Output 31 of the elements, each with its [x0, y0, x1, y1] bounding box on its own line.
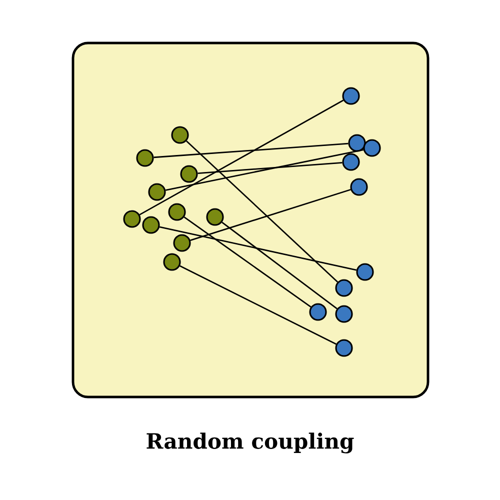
connector-line: [190, 188, 351, 241]
circle-marker: [342, 87, 360, 105]
circle-marker: [356, 263, 374, 281]
circle-marker: [350, 178, 368, 196]
connector-line: [159, 226, 357, 271]
circle-marker: [171, 126, 189, 144]
circle-marker: [142, 216, 160, 234]
connector-line: [222, 222, 338, 310]
connector-line: [154, 142, 348, 158]
circle-marker: [180, 165, 198, 183]
circle-marker: [335, 279, 353, 297]
circle-marker: [342, 153, 360, 171]
circle-marker: [148, 183, 166, 201]
circle-marker: [335, 339, 353, 357]
caption: Random coupling: [146, 432, 354, 454]
circle-marker: [136, 149, 154, 167]
connector-line: [139, 100, 344, 216]
connector-line: [184, 216, 312, 308]
connector-line: [180, 265, 336, 345]
circle-marker: [173, 234, 191, 252]
circle-marker: [309, 303, 327, 321]
circle-marker: [123, 210, 141, 228]
circle-marker: [335, 305, 353, 323]
circle-marker: [363, 139, 381, 157]
connector-line: [186, 140, 338, 283]
connector-line: [165, 149, 364, 191]
circle-marker: [163, 253, 181, 271]
connector-line: [198, 162, 342, 174]
circle-marker: [206, 208, 224, 226]
circle-marker: [168, 203, 186, 221]
circle-marker: [348, 134, 366, 152]
